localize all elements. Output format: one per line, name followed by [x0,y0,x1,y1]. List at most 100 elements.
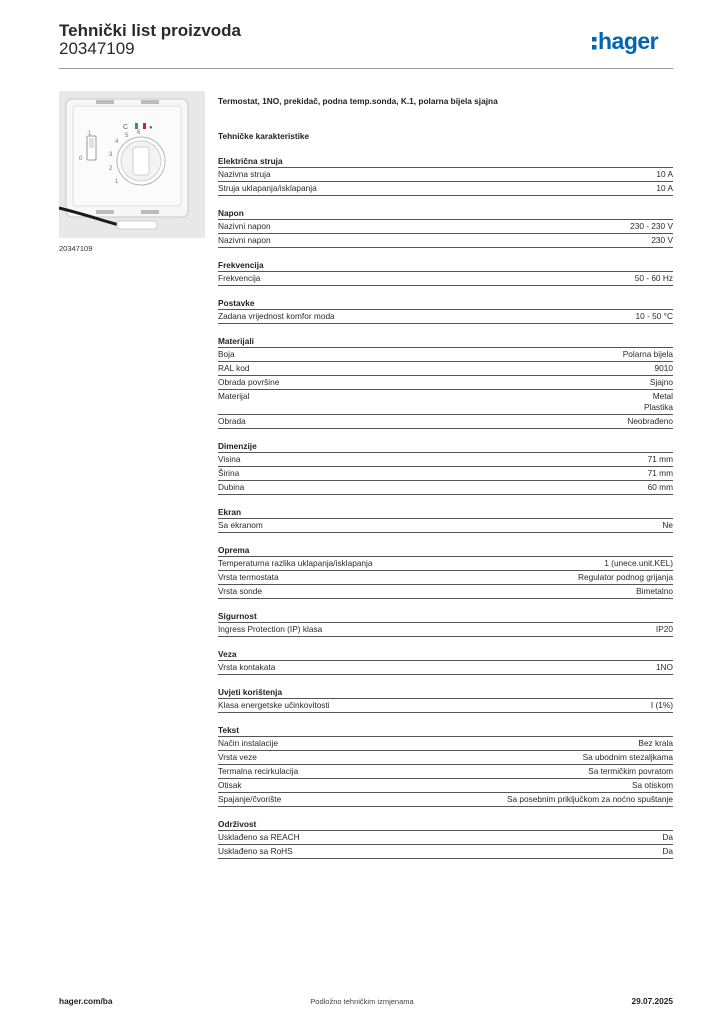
spec-value: 71 mm [648,454,673,465]
spec-label: Otisak [218,780,242,790]
spec-value-line: 10 A [656,183,673,193]
spec-value: Bez krala [638,738,673,749]
spec-label: Struja uklapanja/isklapanja [218,183,317,193]
section-title: Tekst [218,725,673,737]
spec-value-line: Sa posebnim priključkom za noćno spuštan… [506,794,673,804]
spec-label: Širina [218,468,240,478]
spec-value-line: 9010 [654,363,673,373]
spec-label: Boja [218,349,235,359]
spec-value: IP20 [656,624,673,635]
spec-value-line: 50 - 60 Hz [634,273,673,283]
spec-label: Usklađeno sa REACH [218,832,300,842]
spec-label: Zadana vrijednost komfor moda [218,311,335,321]
spec-label: Klasa energetske učinkovitosti [218,700,330,710]
spec-label: Usklađeno sa RoHS [218,846,293,856]
thermostat-illustration: C ● 1 0 1 2 3 4 5 6 [59,91,205,238]
spec-value: Sjajno [650,377,673,388]
spec-value-line: 71 mm [647,468,673,478]
spec-value-line: I (1%) [650,700,673,710]
spec-value: 71 mm [648,468,673,479]
dial-label-2: 2 [109,166,113,172]
spec-label: Vrsta sonde [218,586,262,596]
spec-value-line: 1 (unece.unit.KEL) [604,558,673,568]
spec-row: Širina 71 mm [218,467,673,481]
spec-row: Boja Polarna bijela [218,348,673,362]
logo-text: hager [598,28,659,54]
section-title: Postavke [218,298,673,310]
spec-row: Usklađeno sa RoHS Da [218,845,673,859]
section-title: Materijali [218,336,673,348]
dial-label-5: 5 [125,133,129,139]
spec-value-line: Bez krala [638,738,673,748]
spec-value: 230 V [651,235,673,246]
page-title: Tehnički list proizvoda [59,21,241,40]
spec-row: Usklađeno sa REACH Da [218,831,673,845]
spec-value: 60 mm [648,482,673,493]
spec-label: Način instalacije [218,738,278,748]
spec-value: I (1%) [651,700,673,711]
svg-text:●: ● [149,125,153,131]
spec-row: Zadana vrijednost komfor moda 10 - 50 °C [218,310,673,324]
spec-value: Sa ubodnim stezaljkama [583,752,673,763]
section-title: Uvjeti korištenja [218,687,673,699]
footer-website: hager.com/ba [59,996,113,1006]
spec-value: 1 (unece.unit.KEL) [604,558,673,569]
spec-value: 10 A [656,169,673,180]
spec-value-line: Polarna bijela [622,349,673,359]
spec-value: Da [662,832,673,843]
spec-value-line: Bimetalno [636,586,673,596]
spec-value-line: Metal [652,391,673,401]
spec-value-line: Sjajno [649,377,673,387]
image-caption: 20347109 [59,244,93,253]
product-description: Termostat, 1NO, prekidač, podna temp.son… [218,96,498,106]
spec-label: Obrada [218,416,246,426]
section-title: Frekvencija [218,260,673,272]
spec-row: Vrsta sonde Bimetalno [218,585,673,599]
spec-value-line: Da [662,846,673,856]
dial-label-1: 1 [115,179,119,185]
spec-value-line: Ne [662,520,673,530]
spec-label: Dubina [218,482,245,492]
spec-value: Da [662,846,673,857]
section-title: Održivost [218,819,673,831]
section-title: Sigurnost [218,611,673,623]
spec-row: Obrada površine Sjajno [218,376,673,390]
product-code: 20347109 [59,39,135,58]
dial-label-3: 3 [109,152,113,158]
spec-value: 9010 [655,363,673,374]
hager-logo: hager [592,28,659,54]
spec-label: Temperaturna razlika uklapanja/isklapanj… [218,558,373,568]
spec-value: 10 - 50 °C [636,311,673,322]
spec-label: Frekvencija [218,273,261,283]
header-divider [59,68,673,69]
spec-row: Ingress Protection (IP) klasa IP20 [218,623,673,637]
spec-label: Obrada površine [218,377,280,387]
spec-label: Ingress Protection (IP) klasa [218,624,323,634]
switch-label-1: 1 [88,131,92,137]
spec-row: Način instalacije Bez krala [218,737,673,751]
characteristics-heading: Tehničke karakteristike [218,131,310,141]
spec-label: Nazivna struja [218,169,271,179]
spec-value-line: 230 - 230 V [630,221,673,231]
section-title: Napon [218,208,673,220]
spec-value-line: Sa ubodnim stezaljkama [582,752,673,762]
spec-value: Sa posebnim priključkom za noćno spuštan… [507,794,673,805]
spec-label: Materijal [218,391,250,401]
spec-value-line: 10 - 50 °C [635,311,673,321]
spec-label: Termalna recirkulacija [218,766,299,776]
